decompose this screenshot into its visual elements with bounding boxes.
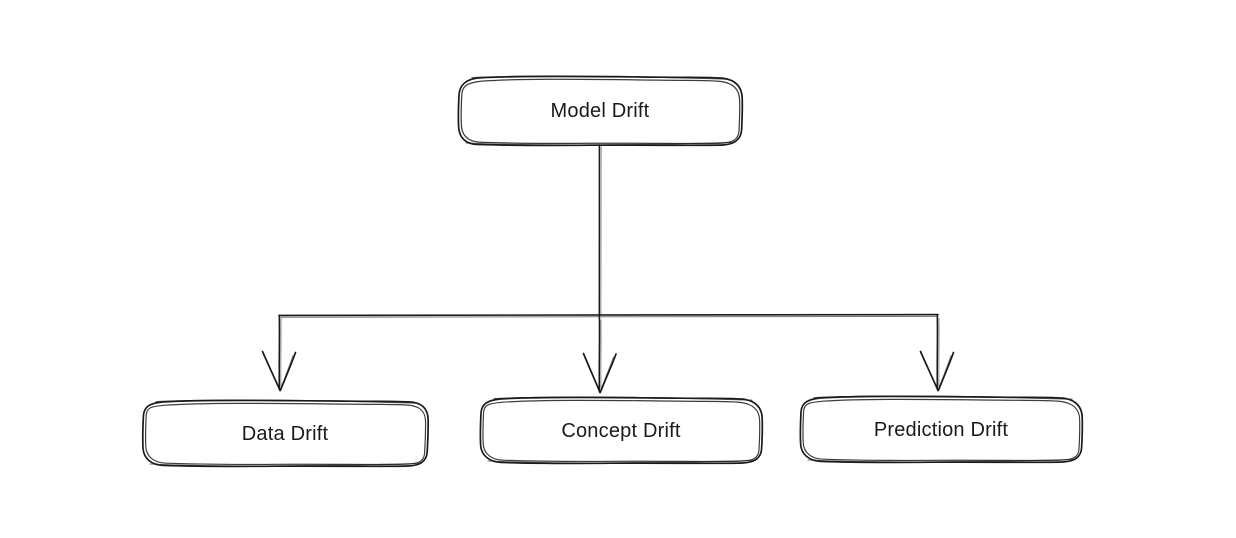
connector-root-stem <box>598 144 602 317</box>
connector-branch-bar <box>278 313 939 318</box>
node-data-drift-shape[interactable] <box>141 399 430 468</box>
connector-arrow-concept-drift <box>582 315 617 394</box>
connector-arrow-prediction-drift <box>919 314 955 392</box>
node-label-model-drift[interactable]: Model Drift <box>550 100 650 122</box>
node-label-data-drift[interactable]: Data Drift <box>241 422 329 445</box>
node-prediction-drift-shape[interactable] <box>799 395 1084 464</box>
node-label-prediction-drift[interactable]: Prediction Drift <box>873 418 1009 441</box>
node-model-drift-shape[interactable] <box>457 75 744 147</box>
node-label-concept-drift[interactable]: Concept Drift <box>561 419 681 442</box>
connector-arrow-data-drift <box>261 314 297 392</box>
node-concept-drift-shape[interactable] <box>479 396 764 465</box>
